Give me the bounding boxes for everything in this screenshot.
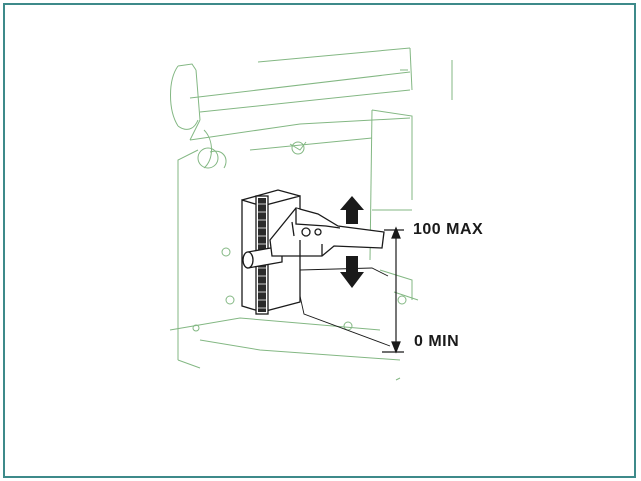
engine-background-lineart: [169, 47, 453, 381]
max-label: 100 MAX: [413, 221, 484, 238]
adjustment-lever: [269, 207, 385, 257]
down-arrow-icon: [340, 256, 364, 288]
up-arrow-icon: [340, 196, 364, 224]
min-label: 0 MIN: [414, 333, 460, 350]
range-dimension-line: [299, 226, 404, 354]
